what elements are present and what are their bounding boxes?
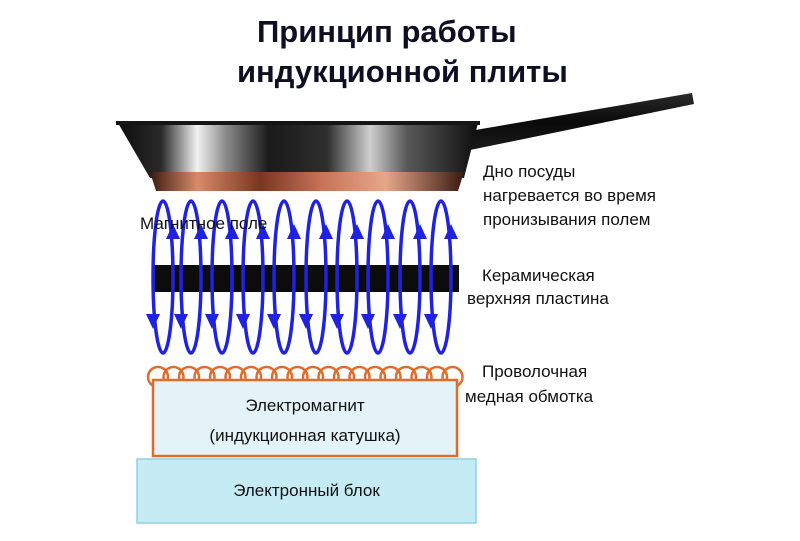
field-loop	[272, 199, 296, 355]
field-arrow-down	[146, 314, 160, 329]
field-arrow-down	[236, 314, 250, 329]
field-arrow-up	[166, 224, 180, 239]
field-arrow-up	[413, 224, 427, 239]
copper-winding-label-line-2: медная обмотка	[465, 387, 594, 406]
pan-handle	[452, 93, 694, 150]
field-loop	[366, 199, 390, 355]
field-arrow-up	[350, 224, 364, 239]
field-arrow-up	[256, 224, 270, 239]
field-loop	[304, 199, 328, 355]
electromagnet-label-line-2: (индукционная катушка)	[209, 426, 401, 445]
ceramic-plate-label-line-1: Керамическая	[482, 266, 595, 285]
title-line-1: Принцип работы	[257, 14, 517, 49]
electromagnet-box	[151, 378, 459, 458]
field-arrow-down	[299, 314, 313, 329]
field-arrow-up	[194, 224, 208, 239]
field-loop	[151, 199, 175, 355]
field-arrow-down	[174, 314, 188, 329]
electronic-unit-label: Электронный блок	[233, 481, 380, 500]
field-loop	[429, 199, 453, 355]
ceramic-plate-label-line-2: верхняя пластина	[467, 289, 609, 308]
field-arrow-up	[319, 224, 333, 239]
title-line-2: индукционной плиты	[237, 54, 568, 89]
pan-rim	[116, 121, 480, 125]
field-arrow-down	[393, 314, 407, 329]
electromagnet-label-line-1: Электромагнит	[245, 396, 365, 415]
field-loop	[241, 199, 265, 355]
field-arrow-down	[424, 314, 438, 329]
electronic-unit-box	[136, 458, 477, 524]
field-arrow-up	[287, 224, 301, 239]
field-arrow-up	[225, 224, 239, 239]
pan-body	[118, 123, 478, 178]
field-loop	[179, 199, 203, 355]
pan-base	[150, 172, 464, 191]
field-arrow-down	[330, 314, 344, 329]
field-loop	[210, 199, 234, 355]
field-loop	[398, 199, 422, 355]
field-loop	[335, 199, 359, 355]
magnetic-field-label: Магнитное поле	[140, 214, 268, 233]
pan-bottom-label-line-3: пронизывания полем	[483, 210, 651, 229]
pan-bottom-label-line-1: Дно посуды	[483, 162, 576, 181]
magnetic-field-loops	[146, 199, 458, 355]
field-arrow-down	[205, 314, 219, 329]
field-arrow-down	[267, 314, 281, 329]
field-arrow-up	[444, 224, 458, 239]
field-arrow-up	[381, 224, 395, 239]
field-arrow-down	[361, 314, 375, 329]
copper-winding-label-line-1: Проволочная	[482, 362, 588, 381]
pan-bottom-label-line-2: нагревается во время	[483, 186, 657, 205]
